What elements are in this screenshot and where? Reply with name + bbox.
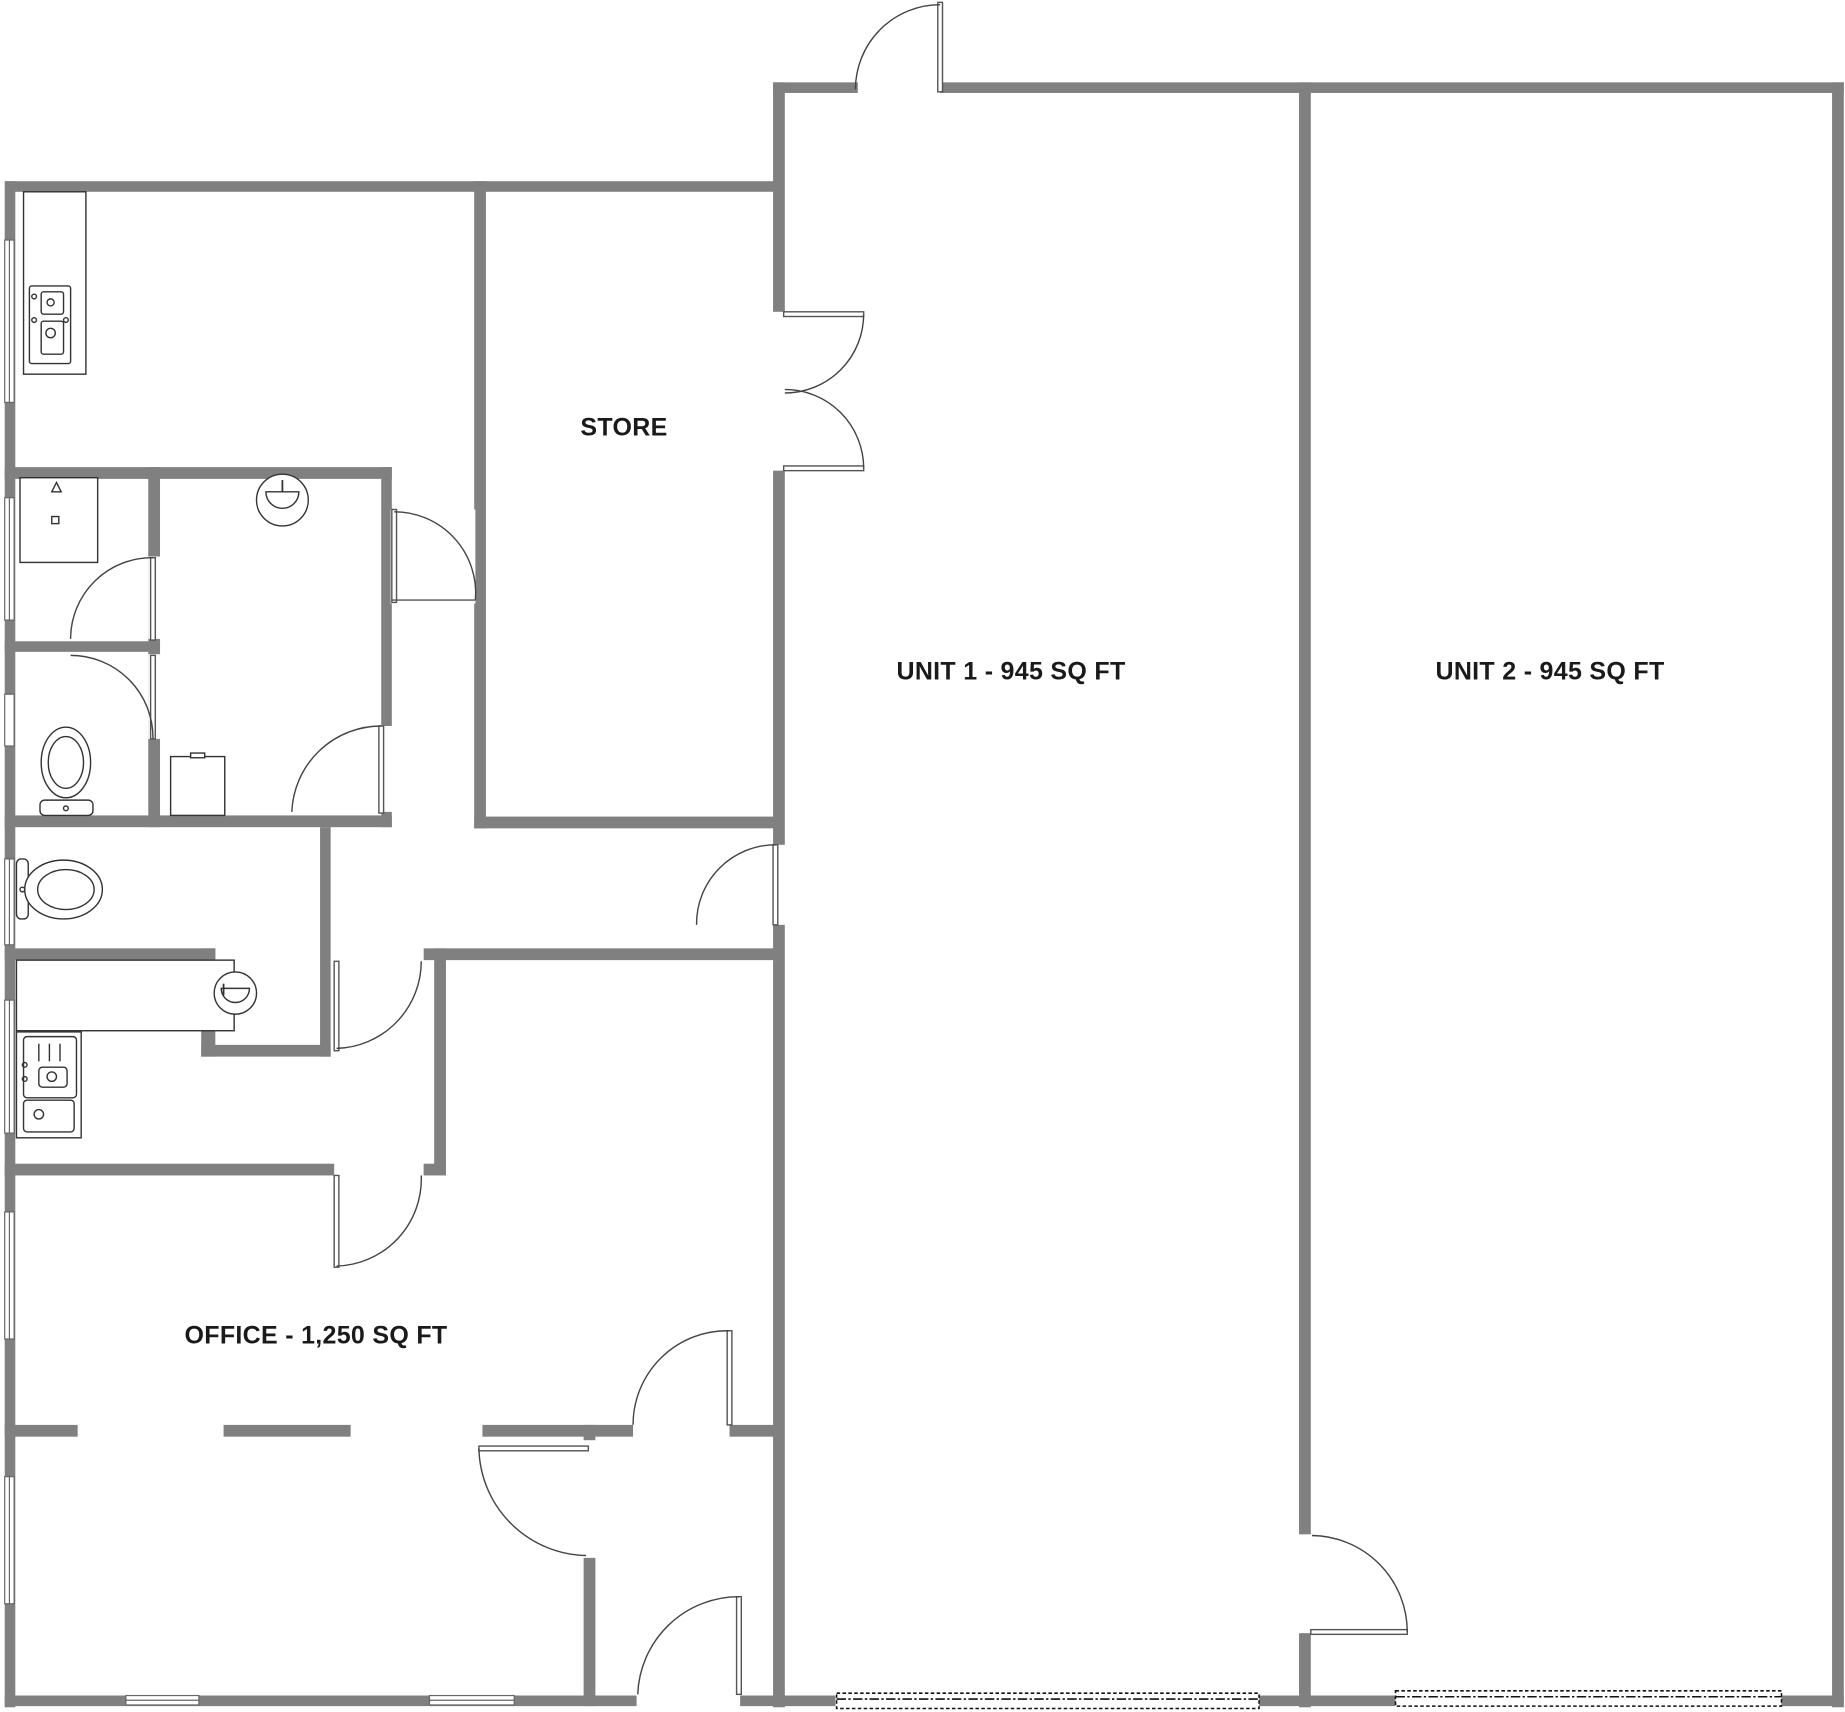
door-store-double[interactable] — [782, 311, 865, 472]
windows — [4, 239, 515, 1706]
cabinet-icon — [169, 752, 226, 817]
kitchenette-sink-icon — [15, 1031, 82, 1139]
door-office-closet[interactable] — [632, 1330, 733, 1426]
door-corridor-unit1[interactable] — [695, 844, 779, 926]
room-label-office: OFFICE - 1,250 SQ FT — [184, 1321, 448, 1350]
door-restroom[interactable] — [291, 725, 385, 814]
room-label-store: STORE — [580, 413, 668, 442]
garage-door-unit1 — [835, 1692, 1260, 1710]
door-unit1-top[interactable] — [854, 1, 944, 93]
door-bathroom-corridor[interactable] — [391, 508, 477, 604]
counter-lower — [15, 959, 235, 1032]
garage-door-unit2 — [1394, 1690, 1783, 1707]
door-office[interactable] — [333, 1174, 422, 1268]
door-unit2-side[interactable] — [1310, 1534, 1408, 1636]
door-wc[interactable] — [70, 654, 157, 740]
kitchen-counter-top — [22, 191, 87, 375]
door-lower-room[interactable] — [478, 1445, 590, 1557]
wall-openings — [77, 81, 1312, 1708]
room-label-unit2: UNIT 2 - 945 SQ FT — [1435, 657, 1665, 686]
toilet-icon-wc — [39, 726, 94, 817]
shower-icon — [19, 477, 99, 564]
sink-icon-restroom — [255, 473, 309, 527]
walls — [4, 82, 1844, 1708]
door-shower[interactable] — [69, 557, 157, 641]
door-lower-restroom[interactable] — [333, 960, 422, 1052]
sink-icon-lower — [213, 971, 258, 1015]
toilet-icon-lower — [15, 858, 104, 920]
room-label-unit1: UNIT 1 - 945 SQ FT — [896, 657, 1126, 686]
door-exterior-bottom[interactable] — [637, 1595, 743, 1696]
